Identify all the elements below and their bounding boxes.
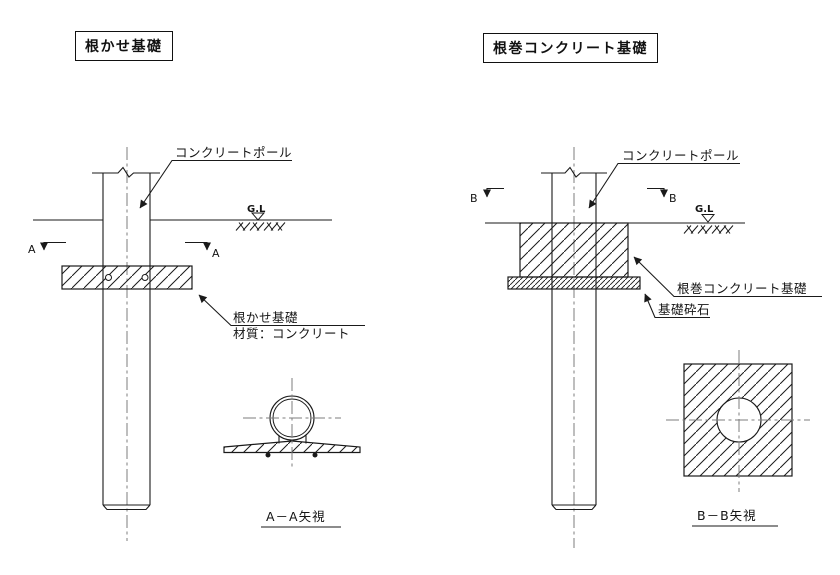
section-cut-mark-b-left	[483, 187, 504, 198]
collar-label-leader	[633, 256, 822, 298]
pole-label: コンクリートポール	[622, 148, 739, 163]
pole-label-leader	[588, 162, 740, 209]
pole-break-line-icon	[541, 166, 607, 178]
pole-bottom-cap	[551, 504, 597, 511]
section-centerlines	[666, 350, 810, 492]
section-letter: A	[212, 247, 220, 260]
bolt-icon	[265, 452, 271, 458]
pole-edges	[551, 173, 597, 505]
bolt-hole-icon	[105, 274, 112, 281]
section-centerlines	[243, 378, 341, 470]
bolt-hole-icon	[141, 274, 149, 281]
ground-hatch-icon	[683, 225, 734, 234]
ground-hatch-icon	[235, 222, 286, 231]
pole-bottom-cap	[102, 504, 151, 511]
right-diagram-title: 根巻コンクリート基礎	[483, 33, 658, 63]
plate-section	[223, 440, 361, 454]
pole-edges	[102, 173, 151, 505]
gravel-label-leader	[644, 293, 710, 319]
section-cut-mark-a-left	[40, 241, 66, 251]
ground-label: G.L	[247, 204, 266, 215]
pole-label: コンクリートポール	[175, 145, 292, 160]
left-foundation-drawing: A A コンクリートポール 根かせ基礎 材質：コンクリート G.L	[28, 145, 365, 541]
section-letter: B	[470, 192, 478, 205]
gravel-label: 基礎砕石	[658, 302, 710, 317]
section-view-label: A－A矢視	[266, 509, 326, 524]
section-cut-mark-a-right	[185, 241, 211, 251]
collar-label: 根巻コンクリート基礎	[677, 281, 807, 296]
crushed-stone-base	[507, 276, 641, 290]
nekase-foundation-plate	[61, 265, 193, 290]
pole-break-line-icon	[92, 166, 160, 178]
material-label: 材質：コンクリート	[233, 326, 350, 341]
pole-clamp-edges	[278, 435, 307, 444]
ground-level-marker-icon	[250, 212, 266, 221]
right-foundation-drawing: B B コンクリートポール 根巻コンクリート基礎 基礎砕石 G.L B－B矢視	[470, 147, 822, 548]
ground-level-marker-icon	[700, 214, 716, 223]
section-letter: A	[28, 243, 36, 256]
bolt-icon	[312, 452, 318, 458]
pole-label-leader	[139, 159, 292, 209]
section-view-a-a	[223, 378, 361, 470]
section-cut-mark-b-right	[647, 187, 668, 198]
ground-label: G.L	[695, 204, 714, 215]
foundation-label: 根かせ基礎	[233, 310, 298, 325]
section-view-b-b	[666, 350, 810, 492]
section-letter: B	[669, 192, 677, 205]
section-view-label: B－B矢視	[697, 508, 757, 523]
left-diagram-title: 根かせ基礎	[75, 31, 173, 61]
foundation-label-leader	[198, 294, 365, 327]
concrete-collar-block	[519, 222, 629, 278]
